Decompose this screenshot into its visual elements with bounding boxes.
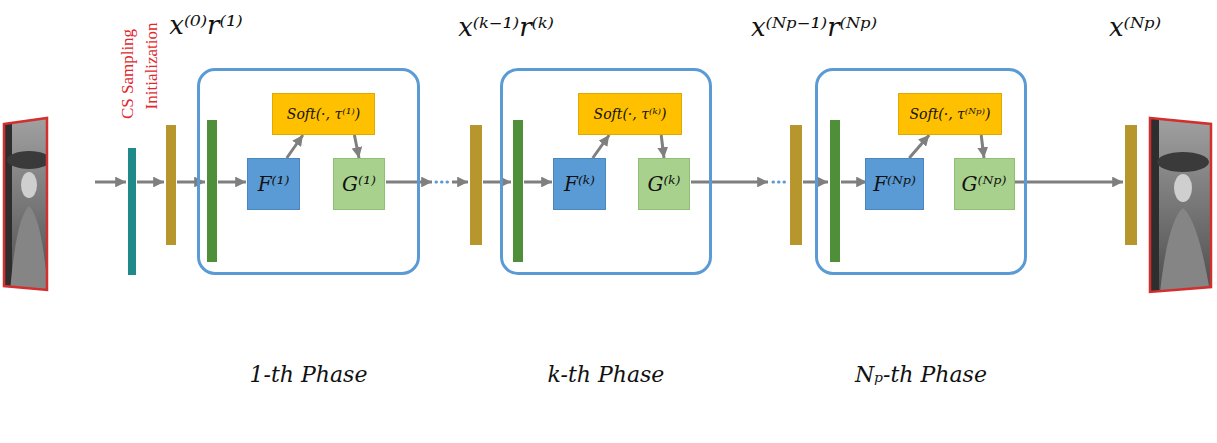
- transform-box: F⁽ᵏ⁾: [553, 158, 606, 210]
- ellipsis-dots: [773, 181, 786, 184]
- image-body: [1160, 208, 1210, 292]
- input-image: [0, 110, 51, 300]
- operator-label: G⁽ᵏ⁾: [647, 172, 680, 196]
- image-face: [21, 172, 37, 198]
- image-face: [1174, 174, 1192, 202]
- transform-box: F⁽¹⁾: [247, 158, 300, 210]
- variable-label: x⁽⁰⁾r⁽¹⁾: [169, 10, 242, 41]
- flow-arrow: [386, 181, 432, 184]
- image-frame: [1150, 118, 1211, 292]
- operator-label: F⁽ᴺᵖ⁾: [873, 172, 916, 196]
- inverse-transform-box: G⁽ᴺᵖ⁾: [954, 158, 1015, 210]
- variable-label: x⁽ᴺᵖ⁾: [1109, 12, 1161, 43]
- flow-arrow: [95, 181, 126, 184]
- ellipsis-dots: [436, 181, 449, 184]
- flow-arrow: [981, 135, 984, 158]
- phase-input-bar: [830, 120, 840, 262]
- sampling-bar: [128, 148, 136, 275]
- phase-block: Nₚ-th PhaseF⁽ᴺᵖ⁾Soft(·, τ⁽ᴺᵖ⁾)G⁽ᴺᵖ⁾: [815, 68, 1027, 275]
- flow-arrow: [524, 181, 552, 184]
- inverse-transform-box: G⁽¹⁾: [333, 158, 385, 210]
- operator-label: Soft(·, τ⁽ᴺᵖ⁾): [909, 106, 990, 123]
- phase-title: 1-th Phase: [200, 362, 417, 388]
- estimate-bar: [1125, 125, 1137, 245]
- variable-label: x⁽ᴺᵖ⁻¹⁾r⁽ᴺᵖ⁾: [751, 12, 877, 43]
- estimate-bar: [470, 125, 482, 245]
- operator-label: Soft(·, τ⁽ᵏ⁾): [594, 106, 667, 123]
- image-frame: [4, 118, 47, 290]
- phase-input-bar: [207, 120, 217, 262]
- flow-arrow: [483, 181, 511, 184]
- image-hat: [1157, 152, 1209, 172]
- operator-label: G⁽ᴺᵖ⁾: [962, 172, 1007, 196]
- operator-label: G⁽¹⁾: [342, 172, 376, 196]
- phase-title: Nₚ-th Phase: [818, 362, 1024, 388]
- image-shadow: [1150, 118, 1159, 294]
- flow-arrow: [218, 181, 246, 184]
- stage-label: CS Sampling: [118, 29, 138, 119]
- flow-arrow: [177, 181, 205, 184]
- flow-arrow: [452, 181, 468, 184]
- operator-label: Soft(·, τ⁽¹⁾): [287, 106, 360, 123]
- flow-arrow: [661, 135, 664, 158]
- flow-arrow: [1011, 181, 1123, 184]
- soft-threshold-box: Soft(·, τ⁽ᴺᵖ⁾): [898, 93, 1002, 135]
- phase-title: k-th Phase: [503, 362, 709, 388]
- image-ground: [0, 110, 50, 300]
- operator-label: F⁽¹⁾: [258, 172, 290, 196]
- phase-block: k-th PhaseF⁽ᵏ⁾Soft(·, τ⁽ᵏ⁾)G⁽ᵏ⁾: [500, 68, 712, 275]
- operator-label: F⁽ᵏ⁾: [564, 172, 595, 196]
- estimate-bar: [166, 125, 176, 245]
- phase-input-bar: [513, 120, 523, 262]
- flow-arrow: [287, 135, 303, 158]
- image-hat: [7, 151, 51, 169]
- output-image: [1145, 110, 1215, 300]
- phase-block: 1-th PhaseF⁽¹⁾Soft(·, τ⁽¹⁾)G⁽¹⁾: [197, 68, 420, 275]
- flow-arrow: [691, 181, 768, 184]
- inverse-transform-box: G⁽ᵏ⁾: [638, 158, 690, 210]
- flow-arrow: [593, 135, 609, 158]
- flow-arrow: [354, 135, 359, 158]
- stage-label: Initialization: [142, 23, 162, 110]
- soft-threshold-box: Soft(·, τ⁽ᵏ⁾): [578, 93, 682, 135]
- estimate-bar: [790, 125, 802, 245]
- variable-label: x⁽ᵏ⁻¹⁾r⁽ᵏ⁾: [458, 12, 554, 43]
- flow-arrow: [909, 135, 929, 158]
- transform-box: F⁽ᴺᵖ⁾: [865, 158, 924, 210]
- flow-arrow: [137, 181, 164, 184]
- flow-arrow: [841, 181, 867, 184]
- soft-threshold-box: Soft(·, τ⁽¹⁾): [272, 93, 375, 135]
- image-body: [10, 206, 48, 292]
- image-ground: [1145, 110, 1215, 300]
